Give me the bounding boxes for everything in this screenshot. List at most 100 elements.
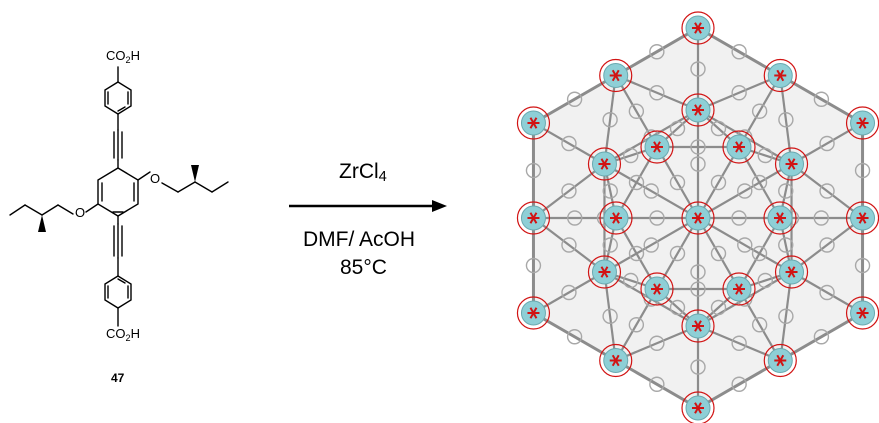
zr-cluster-node [722, 272, 756, 306]
zr-cluster-node [599, 58, 633, 93]
linker-ring [751, 317, 768, 333]
node-halo [763, 201, 797, 235]
linker-ring [602, 308, 618, 324]
linker-ring [643, 237, 659, 253]
node-star-stroke [611, 69, 620, 82]
node-halo [763, 58, 797, 93]
linker-ring [710, 299, 727, 316]
linker-ring [566, 329, 583, 345]
zr-cluster-node [681, 309, 715, 343]
node-star-stroke [611, 354, 620, 367]
compound-number: 47 [111, 371, 125, 385]
linker-ring [778, 183, 794, 199]
linker-ring [813, 329, 830, 345]
node-halo [516, 201, 551, 235]
framework-linker [738, 74, 782, 148]
bottom-carboxylic-acid-label: CO2H [106, 326, 140, 343]
linker-ring [731, 335, 747, 351]
node-halo [599, 201, 633, 235]
node-star-stroke [776, 69, 785, 82]
node-star-stroke [735, 141, 743, 153]
linker-ring [731, 376, 747, 392]
node-star-stroke [600, 266, 609, 278]
zr-cluster-node [640, 130, 674, 164]
node-halo [587, 147, 622, 181]
reagent-label: ZrCl4 [339, 160, 387, 185]
zr-cluster-node [681, 201, 715, 235]
framework-linker [738, 146, 781, 219]
node-star-stroke [694, 104, 702, 116]
linker-ring [628, 103, 645, 119]
node-halo [681, 93, 715, 127]
linker-ring [649, 376, 665, 392]
linker-ring [710, 120, 727, 137]
linker-ring [561, 183, 577, 199]
zr-cluster-node [681, 93, 715, 127]
zr-cluster-node [763, 343, 797, 378]
node-star-stroke [653, 283, 661, 295]
framework-linker [615, 324, 699, 362]
node-halo [640, 272, 674, 306]
zr-cluster-node [845, 296, 879, 330]
node-star-stroke [600, 158, 609, 170]
linker-ring [731, 44, 747, 60]
top-carboxylic-acid-label: CO2H [106, 48, 140, 65]
framework-linker [790, 217, 864, 273]
linker-ring [737, 183, 753, 199]
linker-ring [623, 147, 639, 164]
linker-ring [649, 85, 665, 101]
node-star-stroke [529, 307, 538, 319]
node-star-stroke [858, 307, 867, 319]
framework-linker [790, 163, 864, 219]
node-star-stroke [776, 354, 785, 367]
node-halo [516, 296, 551, 330]
linker-ring [751, 245, 768, 262]
linker-ring [566, 91, 583, 107]
node-halo [640, 130, 674, 164]
zr-cluster-node [845, 201, 879, 235]
linker-ring [813, 91, 830, 107]
linker-ring [628, 174, 645, 191]
conditions-solvent-label: DMF/ AcOH [303, 228, 416, 251]
node-star-stroke [735, 283, 743, 295]
linker-ring [690, 359, 706, 375]
zr-cluster-node [845, 106, 879, 140]
linker-ring [602, 183, 618, 199]
node-halo [722, 272, 756, 306]
zr-cluster-node [587, 255, 622, 289]
linker-ring [643, 183, 659, 199]
linker-ring [819, 237, 835, 253]
framework-cluster-nodes [516, 11, 879, 423]
linker-ring [649, 335, 665, 351]
linker-ring [778, 112, 794, 128]
zr-cluster-node [722, 130, 756, 164]
node-star-stroke [776, 212, 784, 224]
conditions-temperature-label: 85°C [340, 256, 387, 279]
node-star-stroke [694, 22, 702, 34]
linker-ring [751, 103, 768, 119]
framework-linker [697, 217, 740, 290]
linker-ring [690, 139, 706, 155]
node-halo [681, 11, 715, 45]
framework-linker [697, 163, 793, 219]
node-star-stroke [858, 117, 867, 129]
framework-linker [532, 271, 606, 314]
framework-decoration [525, 44, 871, 392]
framework-linker [790, 271, 864, 314]
node-star-stroke [612, 212, 620, 224]
framework-linker [656, 217, 699, 290]
linker-ring [602, 112, 618, 128]
linker-ring [561, 284, 577, 301]
framework-linker [614, 288, 658, 362]
framework-linker [603, 75, 617, 165]
linker-ring [669, 245, 686, 262]
linker-ring [628, 317, 645, 333]
linker-ring [669, 299, 686, 316]
zr-cluster-node [599, 343, 633, 378]
node-star-stroke [529, 117, 538, 129]
linker-ring [623, 272, 639, 289]
linker-ring [561, 237, 577, 253]
linker-ring [649, 210, 665, 226]
zr-cluster-node [587, 147, 622, 181]
